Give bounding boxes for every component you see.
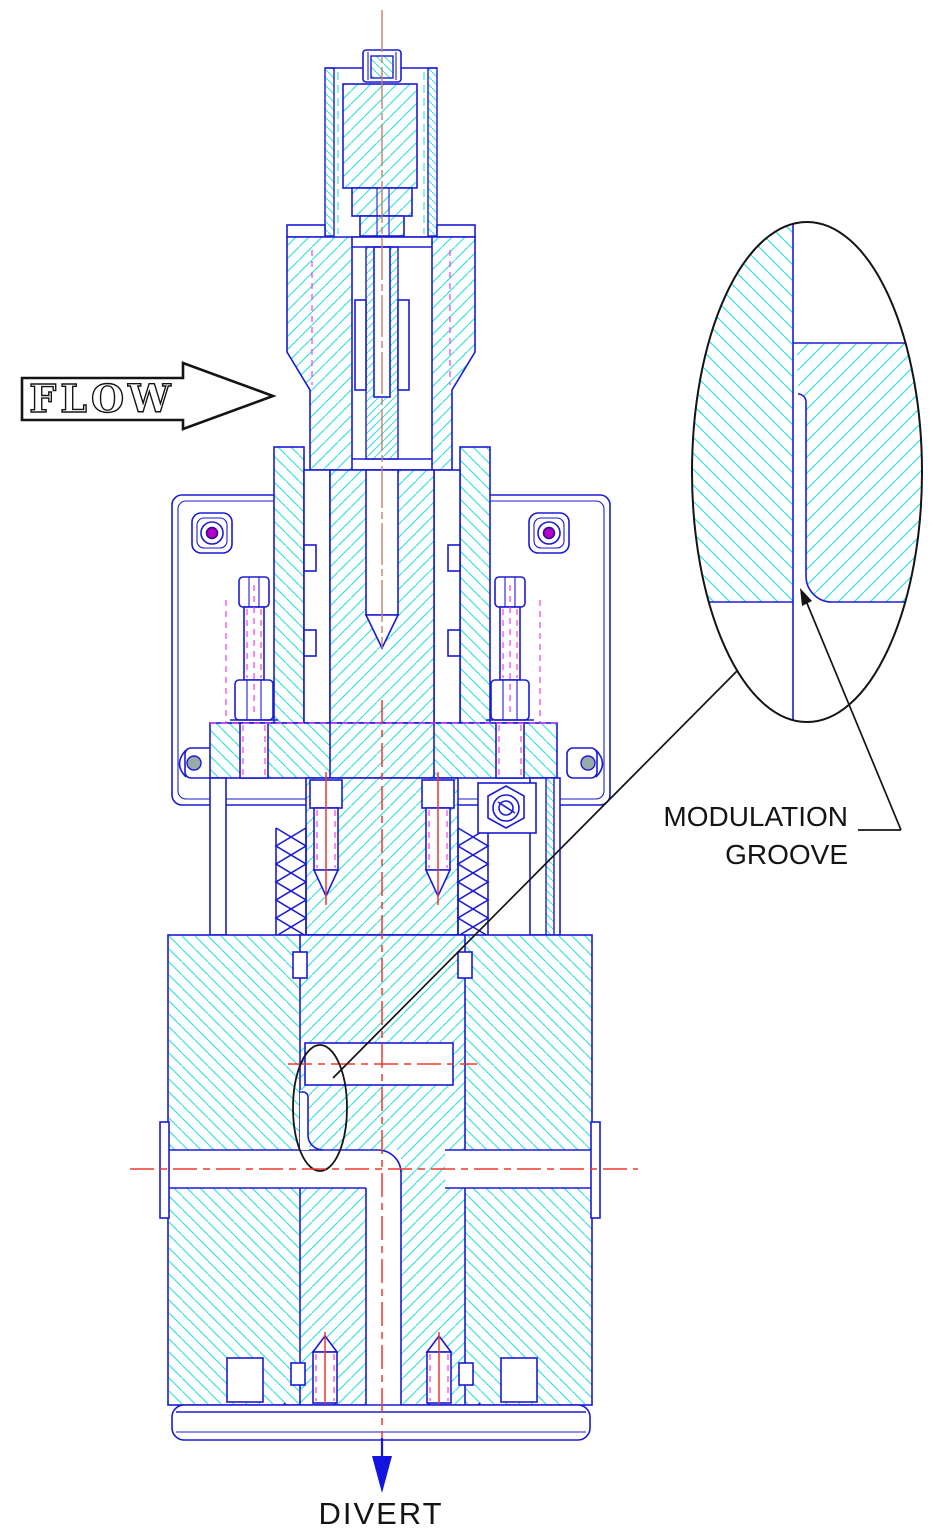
centerlines xyxy=(130,10,638,1448)
manifold-flange xyxy=(209,722,558,779)
modulation-groove-label-line2: GROOVE xyxy=(725,839,848,870)
plate-bolt-hole-right xyxy=(528,512,570,554)
bottom-plate xyxy=(171,1404,591,1441)
detail-ellipse-border xyxy=(691,221,923,723)
hex-plug-fitting xyxy=(477,782,537,834)
plate-side-bolt-left xyxy=(178,747,216,779)
solenoid-armature xyxy=(342,83,418,237)
flow-arrow-shape xyxy=(20,361,277,431)
divert-label: DIVERT xyxy=(318,1496,443,1531)
modulation-groove-label-line1: MODULATION xyxy=(663,801,848,832)
stud-bolt-right xyxy=(486,576,534,724)
detail-source-ellipse xyxy=(292,1044,348,1172)
valve-body xyxy=(159,934,601,1428)
plate-side-bolt-right xyxy=(566,747,604,779)
spring-chamber xyxy=(209,772,561,937)
stud-bolt-left xyxy=(230,576,278,724)
modulation-groove-feature xyxy=(300,1090,324,1151)
valve-bonnet xyxy=(286,224,476,471)
groove-leader xyxy=(800,588,902,831)
leader-arrowhead xyxy=(800,588,812,606)
divert-arrowhead xyxy=(372,1456,392,1493)
flow-arrow: FLOW xyxy=(20,361,277,431)
plate-bolt-hole-left xyxy=(191,512,233,554)
divert-arrow xyxy=(372,1438,392,1493)
solenoid-actuator xyxy=(324,49,438,237)
flow-label: FLOW xyxy=(29,376,174,421)
pilot-screw-right xyxy=(421,772,455,905)
solenoid-housing xyxy=(324,67,438,237)
divert-channel xyxy=(365,1149,402,1405)
spring-right xyxy=(456,827,490,937)
pilot-screw-left xyxy=(309,772,343,905)
spring-left xyxy=(274,827,308,937)
bottom-bolt-right xyxy=(425,1332,538,1428)
